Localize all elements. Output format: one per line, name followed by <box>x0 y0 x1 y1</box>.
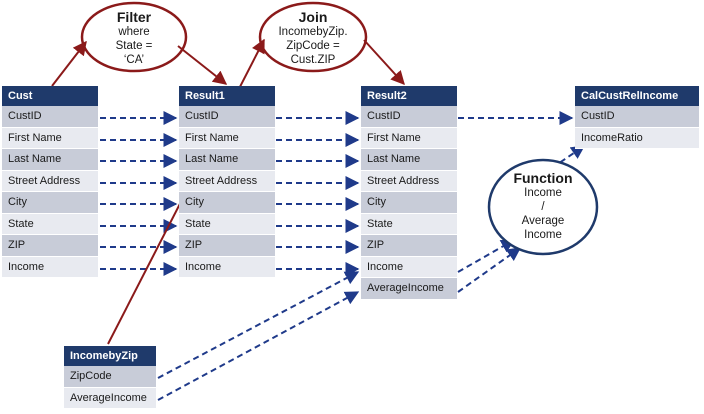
filter-line: State = <box>115 40 153 52</box>
table-field: Income <box>2 256 98 278</box>
function-title: Function <box>513 170 573 186</box>
table-incomebyzip: IncomebyZip ZipCode AverageIncome <box>64 346 156 409</box>
table-field: CustID <box>575 106 699 128</box>
filter-to-result1-arrow <box>177 45 228 85</box>
table-field: City <box>2 192 98 214</box>
table-result1: Result1 CustID First Name Last Name Stre… <box>179 86 275 278</box>
cust-to-result1-arrows <box>100 111 178 276</box>
join-to-result2-arrow <box>363 39 405 86</box>
join-line: Cust.ZIP <box>290 54 336 66</box>
table-field: Last Name <box>361 149 457 171</box>
table-header: IncomebyZip <box>64 346 156 366</box>
table-field: ZIP <box>2 235 98 257</box>
table-field: Street Address <box>179 170 275 192</box>
table-field: ZipCode <box>64 366 156 388</box>
table-header: Result1 <box>179 86 275 106</box>
table-field: Street Address <box>361 170 457 192</box>
table-field: AverageIncome <box>361 278 457 300</box>
filter-title: Filter <box>116 9 152 25</box>
function-to-incomeratio-arrow <box>551 145 586 169</box>
join-bubble-text: Join IncomebyZip. ZipCode = Cust.ZIP <box>266 9 360 67</box>
table-field: Income <box>361 256 457 278</box>
table-field: IncomeRatio <box>575 127 699 149</box>
table-calcustrelincome: CalCustRelIncome CustID IncomeRatio <box>575 86 699 149</box>
table-field: CustID <box>179 106 275 128</box>
cust-to-filter-arrow <box>51 40 87 87</box>
table-field: First Name <box>179 127 275 149</box>
join-line: ZipCode = <box>286 40 340 52</box>
table-field: City <box>361 192 457 214</box>
table-header: Result2 <box>361 86 457 106</box>
table-field: CustID <box>361 106 457 128</box>
table-field: Income <box>179 256 275 278</box>
table-field: Last Name <box>179 149 275 171</box>
table-field: ZIP <box>179 235 275 257</box>
table-field: CustID <box>2 106 98 128</box>
function-line: / <box>541 201 545 213</box>
table-field: State <box>2 213 98 235</box>
table-header: CalCustRelIncome <box>575 86 699 106</box>
table-field: Last Name <box>2 149 98 171</box>
table-field: Street Address <box>2 170 98 192</box>
income-to-function-arrow <box>457 239 516 273</box>
function-line: Income <box>524 229 562 241</box>
join-bubble <box>258 1 368 73</box>
table-field: AverageIncome <box>64 387 156 409</box>
table-result2: Result2 CustID First Name Last Name Stre… <box>361 86 457 300</box>
filter-bubble <box>80 1 188 73</box>
incomebyzip-to-result2-income-arrow <box>157 271 360 379</box>
function-bubble <box>487 158 599 256</box>
filter-line: ‘CA’ <box>123 54 145 66</box>
incomebyzip-to-result2-avgincome-arrow <box>157 291 360 401</box>
function-line: Average <box>521 215 565 227</box>
filter-line: where <box>118 26 150 38</box>
join-line: IncomebyZip. <box>278 26 348 38</box>
function-bubble-text: Function Income / Average Income <box>497 170 589 242</box>
filter-bubble-text: Filter where State = ‘CA’ <box>92 9 176 67</box>
table-field: State <box>361 213 457 235</box>
avgincome-to-function-arrow <box>457 247 522 293</box>
function-line: Income <box>524 187 562 199</box>
table-field: ZIP <box>361 235 457 257</box>
join-title: Join <box>298 9 328 25</box>
result1-to-result2-arrows <box>276 111 360 276</box>
table-field: State <box>179 213 275 235</box>
table-cust: Cust CustID First Name Last Name Street … <box>2 86 98 278</box>
table-header: Cust <box>2 86 98 106</box>
table-field: First Name <box>2 127 98 149</box>
table-field: First Name <box>361 127 457 149</box>
table-field: City <box>179 192 275 214</box>
